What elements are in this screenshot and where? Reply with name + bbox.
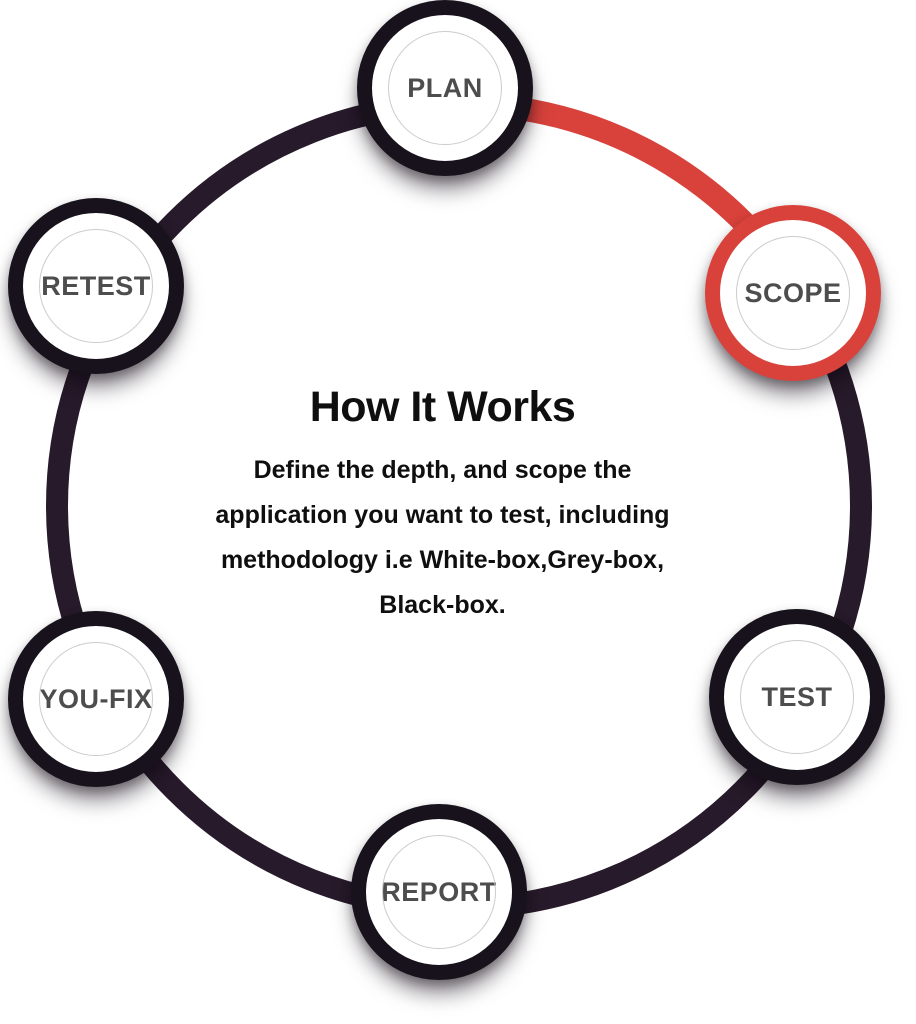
step-node-plan[interactable]: PLAN <box>357 0 533 176</box>
step-description-line: application you want to test, including <box>215 501 670 529</box>
center-text-block: How It Works Define the depth, and scope… <box>170 383 715 628</box>
page-title: How It Works <box>309 383 576 431</box>
step-node-you-fix[interactable]: YOU-FIX <box>8 611 184 787</box>
step-description: Define the depth, and scope the applicat… <box>170 448 715 628</box>
step-label-test: TEST <box>761 681 833 712</box>
step-node-report[interactable]: REPORT <box>351 804 527 980</box>
step-description-line: Define the depth, and scope the <box>253 456 632 484</box>
step-label-you-fix: YOU-FIX <box>39 683 153 714</box>
step-label-plan: PLAN <box>407 72 483 103</box>
step-label-scope: SCOPE <box>744 277 842 308</box>
step-description-line: Black-box. <box>379 591 506 619</box>
step-node-retest[interactable]: RETEST <box>8 198 184 374</box>
step-label-retest: RETEST <box>41 270 151 301</box>
step-description-line: methodology i.e White-box,Grey-box, <box>220 546 665 574</box>
step-node-scope[interactable]: SCOPE <box>705 205 881 381</box>
step-label-report: REPORT <box>381 876 497 907</box>
step-node-test[interactable]: TEST <box>709 609 885 785</box>
